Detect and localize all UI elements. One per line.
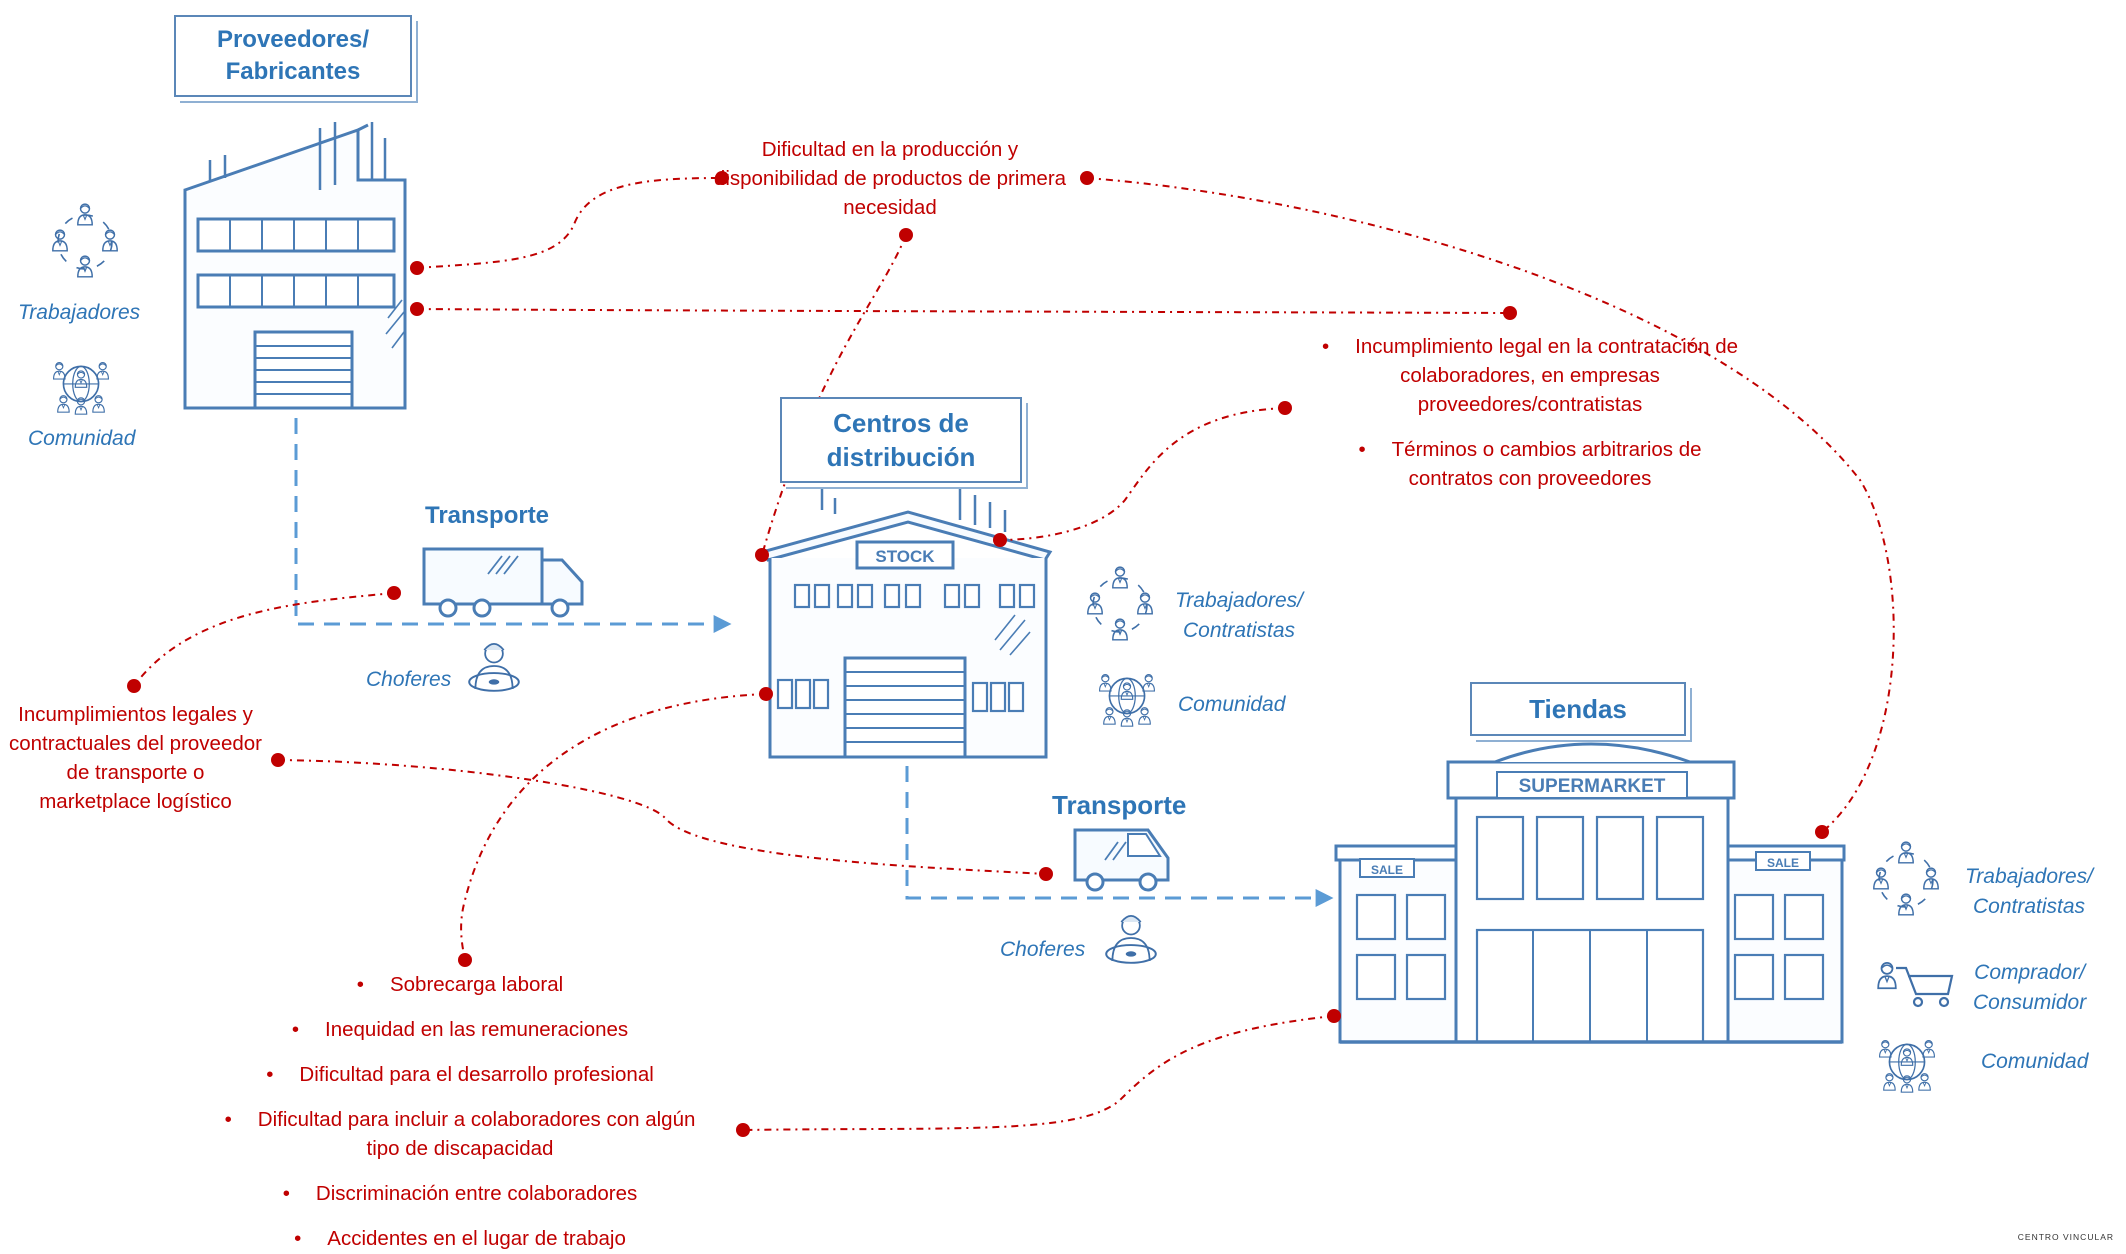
truck-icon bbox=[422, 547, 584, 618]
sale-sign-left: SALE bbox=[1371, 863, 1403, 877]
driver-icon bbox=[1105, 914, 1157, 964]
risk-labor: •Sobrecarga laboral •Inequidad en las re… bbox=[180, 970, 740, 1253]
actor-workers-contractors: Trabajadores/ Contratistas bbox=[1965, 865, 2094, 918]
van-icon bbox=[1073, 828, 1170, 892]
risk-connectors bbox=[133, 177, 1895, 1131]
risk-item: •Accidentes en el lugar de trabajo bbox=[294, 1227, 626, 1250]
footer-brand: CENTRO VINCULAR bbox=[2017, 1232, 2114, 1242]
risk-item: •Términos o cambios arbitrarios de contr… bbox=[1358, 438, 1702, 490]
supermarket-sign: SUPERMARKET bbox=[1519, 776, 1666, 797]
node-tiendas: Tiendas bbox=[1470, 682, 1686, 736]
actor-buyer-consumer: Comprador/ Consumidor bbox=[1973, 961, 2087, 1014]
actor-community: Comunidad bbox=[1981, 1050, 2089, 1073]
flow-arrows bbox=[294, 418, 1334, 907]
flow-dc-to-store bbox=[905, 766, 1334, 907]
risk-item: •Inequidad en las remuneraciones bbox=[291, 1018, 629, 1041]
risk-item: •Sobrecarga laboral bbox=[356, 973, 564, 996]
risk-item: •Dificultad para el desarrollo profesion… bbox=[266, 1063, 654, 1086]
workers-icon bbox=[1874, 842, 1938, 915]
sale-sign-right: SALE bbox=[1767, 856, 1799, 870]
distribution-center-building: STOCK bbox=[759, 488, 1053, 759]
actor-workers-contractors: Trabajadores/ Contratistas bbox=[1175, 589, 1304, 642]
workers-icon bbox=[53, 204, 117, 277]
stock-sign: STOCK bbox=[875, 547, 935, 566]
actor-workers: Trabajadores bbox=[18, 301, 141, 324]
risk-item: •Discriminación entre colaboradores bbox=[282, 1182, 638, 1205]
actor-community: Comunidad bbox=[28, 427, 136, 450]
risk-item: •Incumplimiento legal en la contratación… bbox=[1321, 335, 1739, 416]
community-icon bbox=[1880, 1041, 1935, 1093]
transport-label: Transporte bbox=[425, 502, 550, 529]
community-icon bbox=[1100, 675, 1155, 727]
supermarket-building: SUPERMARKET SALE SALE bbox=[1334, 742, 1846, 1044]
actor-community: Comunidad bbox=[1178, 693, 1286, 716]
risk-legal-contracts: •Incumplimiento legal en la contratación… bbox=[1320, 332, 1740, 509]
transport-label: Transporte bbox=[1052, 790, 1187, 820]
drivers-label: Choferes bbox=[366, 668, 452, 691]
risk-transport-legal: Incumplimientos legales y contractuales … bbox=[9, 703, 262, 813]
drivers-label: Choferes bbox=[1000, 938, 1086, 961]
workers-icon bbox=[1088, 567, 1152, 640]
risk-item: •Dificultad para incluir a colaboradores… bbox=[224, 1108, 696, 1160]
factory-building bbox=[183, 122, 407, 410]
node-proveedores: Proveedores/ Fabricantes bbox=[174, 15, 412, 97]
driver-icon bbox=[468, 642, 520, 692]
shopping-cart-icon bbox=[1878, 963, 1954, 1008]
risk-production: Dificultad en la producción y disponibil… bbox=[713, 138, 1067, 219]
risk-dots bbox=[127, 171, 1829, 1137]
flow-factory-to-dc bbox=[294, 418, 732, 633]
node-centros: Centros de distribución bbox=[780, 397, 1022, 483]
actor-icons bbox=[53, 204, 1954, 1093]
community-icon bbox=[54, 363, 109, 415]
